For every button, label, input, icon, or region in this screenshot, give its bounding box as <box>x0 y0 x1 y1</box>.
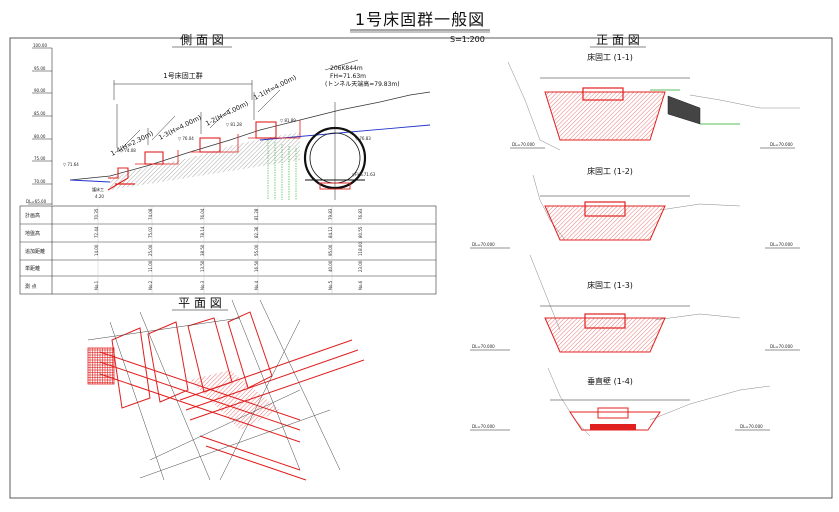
table-row-label-ground: 地盤高 <box>25 230 40 237</box>
elev-label-80: 80.00 <box>34 134 46 139</box>
water-level-3: ▽ 76.04 <box>178 136 194 141</box>
table-row-label-single: 単距離 <box>25 265 40 272</box>
side-view: 側 面 図 100.00 95.00 90.00 85.00 80.00 75.… <box>19 33 437 295</box>
table-cell: 11.00 <box>148 260 153 272</box>
section-1-4-dl-right: DL=70.000 <box>740 424 763 429</box>
elev-label-90: 90.00 <box>34 88 46 93</box>
section-1-2-dl-right: DL=70.000 <box>770 242 793 247</box>
tunnel-crown-label: (トンネル天端高=79.83m) <box>325 80 400 88</box>
section-1-2-title: 床固工 (1-2) <box>587 166 633 176</box>
ground-profile-line <box>69 91 431 181</box>
plan-view: 平 面 図 <box>87 296 365 481</box>
section-1-4: 垂直壁 (1-4) DL=70.000 DL=70.000 <box>470 367 771 437</box>
elev-label-75: 75.00 <box>34 156 46 161</box>
elev-label-70: 70.00 <box>34 179 46 184</box>
water-level-5: ▽ 81.89 <box>280 118 296 123</box>
section-1-4-title: 垂直壁 (1-4) <box>587 376 633 386</box>
structure-1-1-label: 1-1(H=4.00m) <box>252 73 297 101</box>
table-cell: 81.28 <box>254 208 259 220</box>
river-line-left <box>69 179 111 183</box>
table-cell: 74.08 <box>148 208 153 220</box>
table-cell: No.6 <box>358 280 363 290</box>
table-cell: 13.50 <box>200 260 205 272</box>
elev-label-85: 85.00 <box>34 111 46 116</box>
profile-table <box>19 205 437 295</box>
table-cell: No.3 <box>200 280 205 290</box>
elev-label-100: 100.00 <box>33 43 47 48</box>
table-values: 70.35 72.44 14.00 No.1 74.08 75.02 25.00… <box>94 208 363 290</box>
side-view-title: 側 面 図 <box>180 33 224 47</box>
table-cell: 14.00 <box>94 244 99 256</box>
fill-hatch <box>110 132 300 190</box>
table-cell: 118.00 <box>358 242 363 256</box>
table-cell: 55.00 <box>254 244 259 256</box>
elev-label-dl: DL=65.00 <box>26 199 47 204</box>
elev-label-95: 95.00 <box>34 66 46 71</box>
water-level-2: ▽ 74.08 <box>120 148 136 153</box>
table-cell: 95.00 <box>328 244 333 256</box>
table-cell: No.5 <box>328 280 333 290</box>
plan-view-title: 平 面 図 <box>178 296 222 310</box>
table-cell: 75.02 <box>148 226 153 238</box>
front-view: 正 面 図 床固工 (1-1) DL=70.000 DL=70.000 床固工 … <box>470 33 800 437</box>
table-cell: No.1 <box>94 280 99 290</box>
section-1-4-dl-left: DL=70.000 <box>472 424 495 429</box>
pile-label: 護床工 <box>92 186 104 192</box>
section-1-1-dl-left: DL=70.000 <box>512 142 535 147</box>
water-level-6: ▽ 76.83 <box>355 136 371 141</box>
table-cell: 23.00 <box>358 260 363 272</box>
riprap-grid <box>87 347 115 385</box>
table-row-label-station: 測 点 <box>25 283 37 290</box>
section-1-3-title: 床固工 (1-3) <box>587 280 633 290</box>
tunnel-leader-line <box>324 59 359 71</box>
structure-dimension-lines <box>113 80 281 151</box>
pile-value: 4.20 <box>95 194 104 199</box>
step-structures <box>107 120 301 191</box>
table-cell: 76.83 <box>358 208 363 220</box>
water-level-1: ▽ 71.64 <box>63 162 79 167</box>
table-cell: No.4 <box>254 280 259 290</box>
section-1-3: 床固工 (1-3) DL=70.000 DL=70.000 <box>470 254 800 353</box>
section-1-3-dl-right: DL=70.000 <box>770 344 793 349</box>
green-markers <box>267 140 297 200</box>
table-row-label-plan: 計画高 <box>25 212 40 219</box>
section-1-2-dl-left: DL=70.000 <box>472 242 495 247</box>
drawing-scale: S=1:200 <box>450 35 485 44</box>
table-cell: 78.14 <box>200 226 205 238</box>
table-cell: 80.55 <box>358 226 363 238</box>
table-cell: 16.50 <box>254 260 259 272</box>
section-1-1-title: 床固工 (1-1) <box>587 52 633 62</box>
table-cell: No.2 <box>148 280 153 290</box>
drawing-title: 1号床固群一般図 <box>355 10 485 29</box>
table-cell: 40.00 <box>328 260 333 272</box>
section-1-3-dl-left: DL=70.000 <box>472 344 495 349</box>
elevation-ticks <box>28 47 52 205</box>
table-cell: 72.44 <box>94 226 99 238</box>
table-cell: 82.36 <box>254 226 259 238</box>
table-cell: 25.00 <box>148 244 153 256</box>
table-row-label-cumulative: 追加距離 <box>25 248 45 255</box>
table-cell: 79.83 <box>328 208 333 220</box>
section-1-1: 床固工 (1-1) DL=70.000 DL=70.000 <box>507 52 800 151</box>
plan-hatch-area <box>190 370 280 430</box>
sheet-border <box>9 37 833 499</box>
tunnel-station-label: 206K844m <box>330 65 363 72</box>
section-1-2: 床固工 (1-2) DL=70.000 DL=70.000 <box>470 166 800 249</box>
section-1-1-dl-right: DL=70.000 <box>770 142 793 147</box>
tunnel-section <box>303 102 367 200</box>
table-cell: 84.12 <box>328 226 333 238</box>
front-view-title: 正 面 図 <box>596 33 640 47</box>
group-label: 1号床固工群 <box>163 71 202 80</box>
tunnel-fh-label: FH=71.63m <box>330 73 366 80</box>
table-cell: 38.50 <box>200 244 205 256</box>
water-level-7: ▽FH=71.63 <box>352 172 376 177</box>
table-cell: 76.04 <box>200 208 205 220</box>
table-cell: 70.35 <box>94 208 99 220</box>
water-level-4: ▽ 81.28 <box>226 122 242 127</box>
